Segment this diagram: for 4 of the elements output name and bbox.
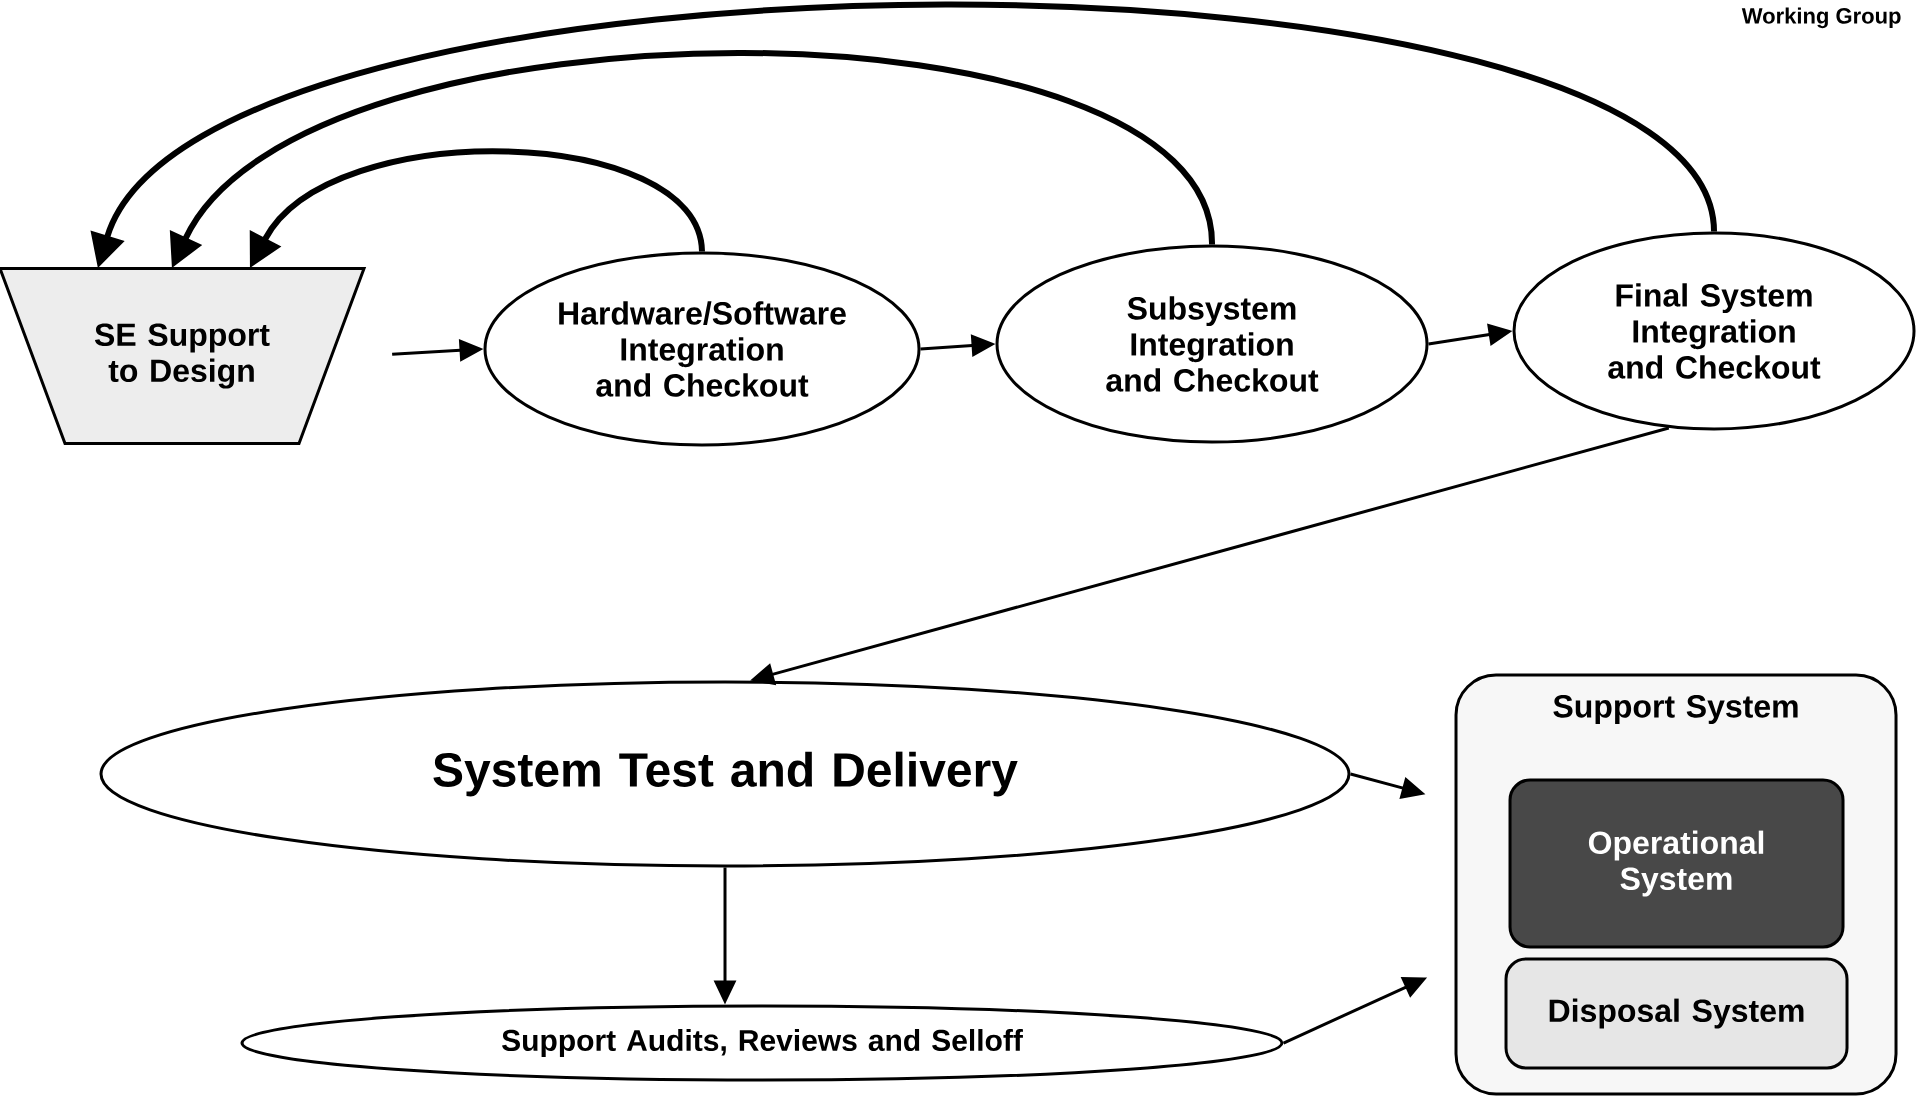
trapezoid-box: SE Support to Design xyxy=(0,267,367,445)
system-box: Operational System xyxy=(1508,778,1845,949)
header-text: Working Group xyxy=(1741,7,1901,29)
system-box: Disposal System xyxy=(1504,957,1849,1070)
